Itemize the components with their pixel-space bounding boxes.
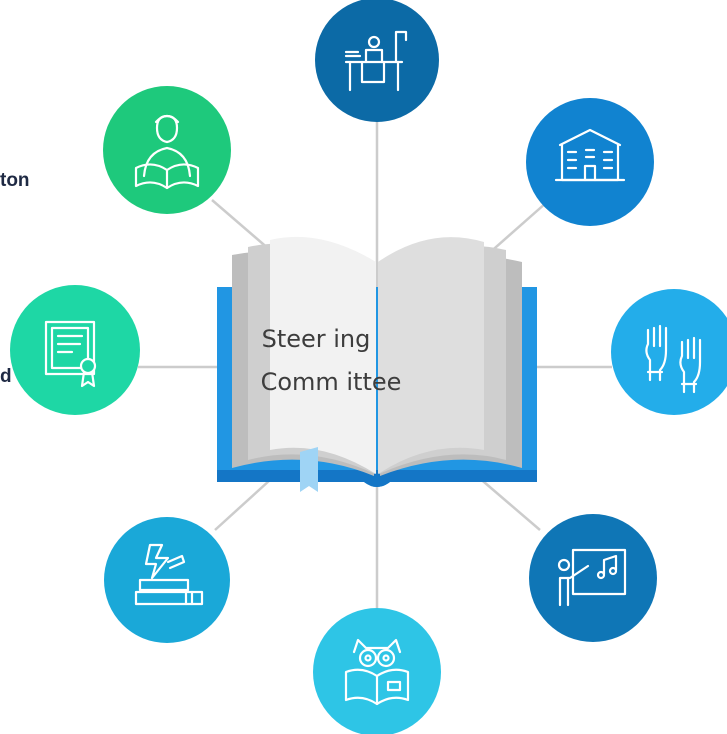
clipped-left-text-2: d: [0, 366, 12, 387]
node-owl-reading: [313, 608, 441, 734]
school-building-icon: [554, 128, 626, 182]
raised-hands-icon: [645, 324, 702, 394]
person-reading-icon: [134, 114, 200, 190]
node-circle: [103, 86, 231, 214]
node-music-teacher: [529, 514, 657, 642]
spoke-top-left: [211, 199, 271, 251]
desk-lamp-study-icon: [344, 30, 408, 92]
spoke-bottom-left: [214, 479, 271, 531]
book-cover-shadow: [217, 470, 537, 487]
node-circle: [611, 289, 727, 415]
books-lightning-icon: [134, 543, 204, 606]
node-circle: [529, 514, 657, 642]
node-reading-person: [103, 86, 231, 214]
node-raised-hands: [611, 289, 727, 415]
certificate-diploma-icon: [44, 320, 97, 388]
clipped-left-text-1: ton: [0, 170, 30, 191]
bookmark-ribbon: [300, 447, 318, 492]
book-title-line-2: Comm ittee: [261, 368, 402, 396]
node-books-lightning: [104, 517, 230, 643]
node-certificate: [10, 285, 140, 415]
open-book: Steer ing Comm ittee: [217, 236, 537, 492]
right-page-front: [378, 237, 484, 474]
node-circle: [526, 98, 654, 226]
owl-reading-book-icon: [344, 638, 410, 706]
node-school-building: [526, 98, 654, 226]
left-page-front: [270, 236, 376, 474]
node-desk-lamp: [315, 0, 439, 122]
book-title-line-1: Steer ing: [262, 325, 371, 353]
music-teacher-board-icon: [557, 548, 627, 607]
node-circle: [10, 285, 140, 415]
spoke-lines: [138, 120, 612, 608]
node-circle: [313, 608, 441, 734]
